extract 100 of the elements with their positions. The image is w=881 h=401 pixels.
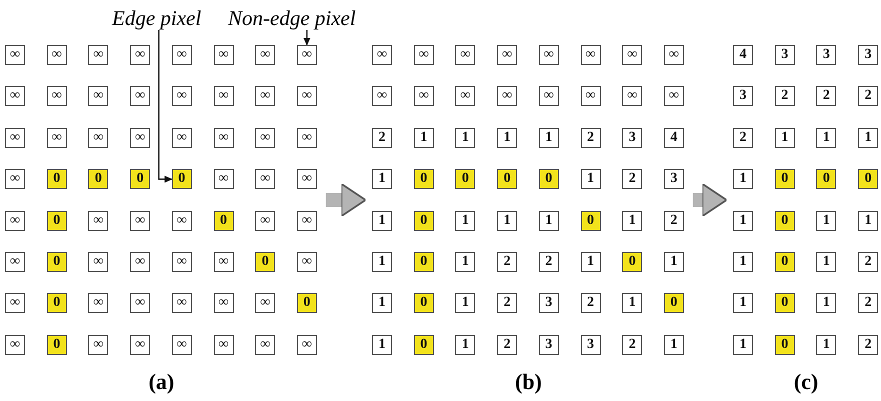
pixel-cell: 2 xyxy=(858,86,878,106)
pixel-cell: 2 xyxy=(858,334,878,355)
pixel-cell: 1 xyxy=(816,210,836,231)
pixel-cell: ∞ xyxy=(414,45,434,65)
pixel-cell: 1 xyxy=(733,293,753,314)
annotation-label: Non-edge pixel xyxy=(228,6,356,30)
pixel-cell: ∞ xyxy=(172,293,192,314)
pixel-cell: 1 xyxy=(455,128,476,148)
pixel-cell: 2 xyxy=(538,252,559,272)
pixel-cell: ∞ xyxy=(88,293,108,314)
edge-pixel-cell: 0 xyxy=(455,169,476,190)
pixel-cell: ∞ xyxy=(214,45,234,65)
pixel-cell: 2 xyxy=(497,293,518,314)
pixel-cell: 1 xyxy=(497,210,518,231)
block-arrow xyxy=(326,187,366,213)
pixel-cell: ∞ xyxy=(46,45,67,65)
edge-pixel-cell: 0 xyxy=(46,334,67,355)
pixel-cell: 2 xyxy=(580,293,600,314)
pixel-cell: 3 xyxy=(622,128,642,148)
pixel-cell: ∞ xyxy=(255,210,276,231)
pixel-cell: ∞ xyxy=(5,252,25,272)
pixel-cell: ∞ xyxy=(214,169,234,190)
pixel-cell: ∞ xyxy=(255,293,276,314)
pixel-cell: 1 xyxy=(733,252,753,272)
pixel-cell: ∞ xyxy=(255,334,276,355)
pixel-cell: ∞ xyxy=(255,45,276,65)
pixel-cell: ∞ xyxy=(296,128,317,148)
pixel-cell: ∞ xyxy=(88,128,108,148)
pixel-cell: 3 xyxy=(733,86,753,106)
edge-pixel-cell: 0 xyxy=(255,252,276,272)
pixel-cell: 1 xyxy=(858,210,878,231)
pixel-cell: 1 xyxy=(372,210,392,231)
pixel-cell: 1 xyxy=(816,293,836,314)
pixel-cell: ∞ xyxy=(5,210,25,231)
pixel-cell: 1 xyxy=(816,252,836,272)
pixel-cell: 1 xyxy=(816,334,836,355)
edge-pixel-cell: 0 xyxy=(774,252,795,272)
pixel-cell: 1 xyxy=(622,293,642,314)
pixel-cell: ∞ xyxy=(296,45,317,65)
pixel-cell: 1 xyxy=(372,293,392,314)
edge-pixel-cell: 0 xyxy=(414,252,434,272)
pixel-cell: ∞ xyxy=(5,128,25,148)
pixel-cell: ∞ xyxy=(372,86,392,106)
pixel-cell: ∞ xyxy=(172,334,192,355)
pixel-cell: 2 xyxy=(664,210,684,231)
pixel-cell: 2 xyxy=(774,86,795,106)
pixel-cell: ∞ xyxy=(497,86,518,106)
pixel-cell: 4 xyxy=(733,45,753,65)
edge-pixel-cell: 0 xyxy=(130,169,150,190)
pixel-cell: ∞ xyxy=(214,334,234,355)
pixel-cell: 3 xyxy=(538,293,559,314)
pixel-cell: 1 xyxy=(733,334,753,355)
leader-line xyxy=(158,30,172,183)
pixel-cell: 1 xyxy=(774,128,795,148)
pixel-cell: ∞ xyxy=(296,252,317,272)
edge-pixel-cell: 0 xyxy=(774,334,795,355)
pixel-cell: 1 xyxy=(455,210,476,231)
pixel-cell: 2 xyxy=(733,128,753,148)
edge-pixel-cell: 0 xyxy=(774,210,795,231)
pixel-cell: 1 xyxy=(664,252,684,272)
pixel-cell: ∞ xyxy=(88,45,108,65)
pixel-cell: 1 xyxy=(372,169,392,190)
edge-pixel-cell: 0 xyxy=(214,210,234,231)
pixel-cell: 1 xyxy=(664,334,684,355)
panel-caption: (b) xyxy=(514,369,543,395)
pixel-cell: ∞ xyxy=(255,128,276,148)
pixel-cell: ∞ xyxy=(214,293,234,314)
pixel-cell: 3 xyxy=(816,45,836,65)
pixel-cell: 1 xyxy=(538,128,559,148)
pixel-cell: 1 xyxy=(497,128,518,148)
pixel-cell: ∞ xyxy=(130,334,150,355)
edge-pixel-cell: 0 xyxy=(414,334,434,355)
panel-caption: (a) xyxy=(148,369,176,395)
pixel-cell: ∞ xyxy=(255,86,276,106)
leader-line xyxy=(303,30,310,46)
pixel-cell: 2 xyxy=(858,252,878,272)
edge-pixel-cell: 0 xyxy=(414,210,434,231)
pixel-cell: ∞ xyxy=(538,45,559,65)
pixel-cell: ∞ xyxy=(414,86,434,106)
pixel-cell: 2 xyxy=(622,169,642,190)
pixel-cell: 1 xyxy=(455,293,476,314)
pixel-cell: 3 xyxy=(774,45,795,65)
edge-pixel-cell: 0 xyxy=(46,210,67,231)
pixel-cell: 1 xyxy=(455,252,476,272)
edge-pixel-cell: 0 xyxy=(46,252,67,272)
pixel-cell: ∞ xyxy=(46,86,67,106)
edge-pixel-cell: 0 xyxy=(664,293,684,314)
pixel-cell: ∞ xyxy=(172,86,192,106)
pixel-cell: 1 xyxy=(733,169,753,190)
pixel-cell: ∞ xyxy=(296,86,317,106)
edge-pixel-cell: 0 xyxy=(46,293,67,314)
pixel-cell: ∞ xyxy=(296,334,317,355)
pixel-cell: ∞ xyxy=(130,252,150,272)
pixel-cell: ∞ xyxy=(5,293,25,314)
pixel-cell: ∞ xyxy=(214,128,234,148)
pixel-cell: ∞ xyxy=(622,45,642,65)
pixel-cell: 1 xyxy=(414,128,434,148)
edge-pixel-cell: 0 xyxy=(296,293,317,314)
annotation-label: Edge pixel xyxy=(112,6,202,30)
pixel-cell: ∞ xyxy=(5,169,25,190)
